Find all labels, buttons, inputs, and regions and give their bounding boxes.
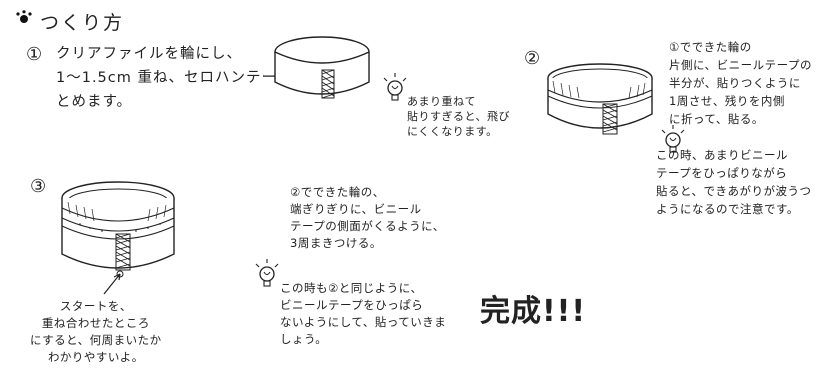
ring-illustration-2 [547, 63, 653, 135]
step-2-text: ①でできた輪の 片側に、ビニールテープの 半分が、貼りつくように 1周させ、残り… [669, 40, 812, 126]
step-1-number: ① [26, 44, 43, 65]
completion-text: 完成!!! [480, 294, 587, 329]
step-3-start-label: スタートを、 重ね合わせたところ にすると、何周まいたか わかりやすいよ。 [30, 299, 162, 364]
page-title: つくり方 [40, 12, 125, 34]
step-1-note: あまり重ねて 貼りすぎると、飛び にくくなります。 [407, 95, 511, 138]
lightbulb-icon [255, 259, 279, 287]
ring-illustration-1 [274, 36, 370, 99]
step-2-note: この時、あまりビニール テープをひっぱりながら 貼ると、できあがりが波うつ よう… [656, 148, 812, 216]
flower-bullet-icon [16, 10, 32, 23]
lightbulb-icon [661, 125, 685, 153]
step-3-text: ②でできた輪の、 端ぎりぎりに、ビニール テープの側面がくるように、 3周まきつ… [290, 185, 445, 250]
step-2-number: ② [524, 48, 541, 69]
step-3-note: この時も②と同じように、 ビニールテープをひっぱら ないようにして、貼っていきま… [280, 281, 447, 346]
step-3-number: ③ [30, 176, 47, 197]
lightbulb-icon [383, 73, 407, 101]
ring-illustration-3 [61, 181, 175, 295]
step-1-text: クリアファイルを輪にし、 1〜1.5cm 重ね、セロハンテープで とめます。 [56, 46, 308, 110]
